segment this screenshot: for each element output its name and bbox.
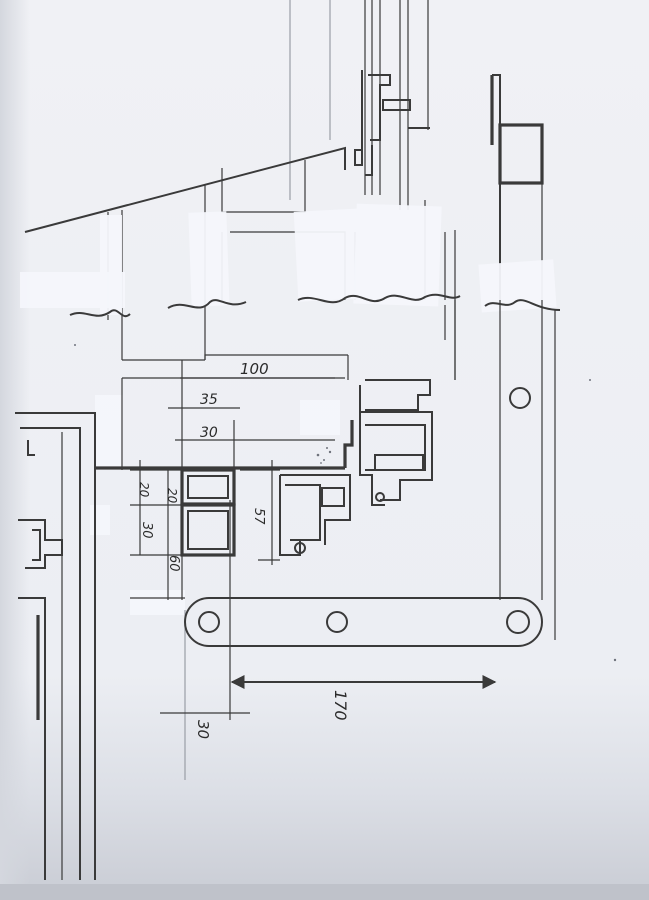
beam-end-line bbox=[343, 420, 354, 468]
rail-hole-middle bbox=[326, 611, 348, 633]
copy-specks bbox=[74, 344, 617, 662]
gasket-circle-2 bbox=[294, 542, 306, 554]
dim-170: 170 bbox=[331, 690, 350, 721]
dim-30-top: 30 bbox=[200, 425, 218, 441]
tape-patches bbox=[20, 203, 557, 615]
rail-hole-right bbox=[506, 610, 530, 634]
dim-57: 57 bbox=[251, 508, 266, 525]
dim-35: 35 bbox=[200, 392, 218, 408]
dim-30-left: 30 bbox=[139, 522, 154, 539]
gasket-circle-1 bbox=[375, 492, 385, 502]
bottom-rail bbox=[184, 597, 543, 647]
aluminium-profiles bbox=[279, 379, 433, 556]
dim-20-a: 20 bbox=[165, 488, 179, 504]
roof-slope-line bbox=[24, 146, 346, 233]
left-wall-section bbox=[15, 412, 96, 880]
right-post bbox=[490, 74, 544, 300]
dim-20-b: 20 bbox=[137, 482, 151, 498]
dim-100: 100 bbox=[240, 360, 269, 378]
dim-30-bottom: 30 bbox=[194, 720, 212, 739]
bolt-hole-upper bbox=[509, 387, 531, 409]
rail-hole-left bbox=[198, 611, 220, 633]
dimension-lines bbox=[130, 360, 345, 714]
dim-60: 60 bbox=[166, 555, 181, 572]
glazing-clip-profile bbox=[354, 70, 430, 176]
